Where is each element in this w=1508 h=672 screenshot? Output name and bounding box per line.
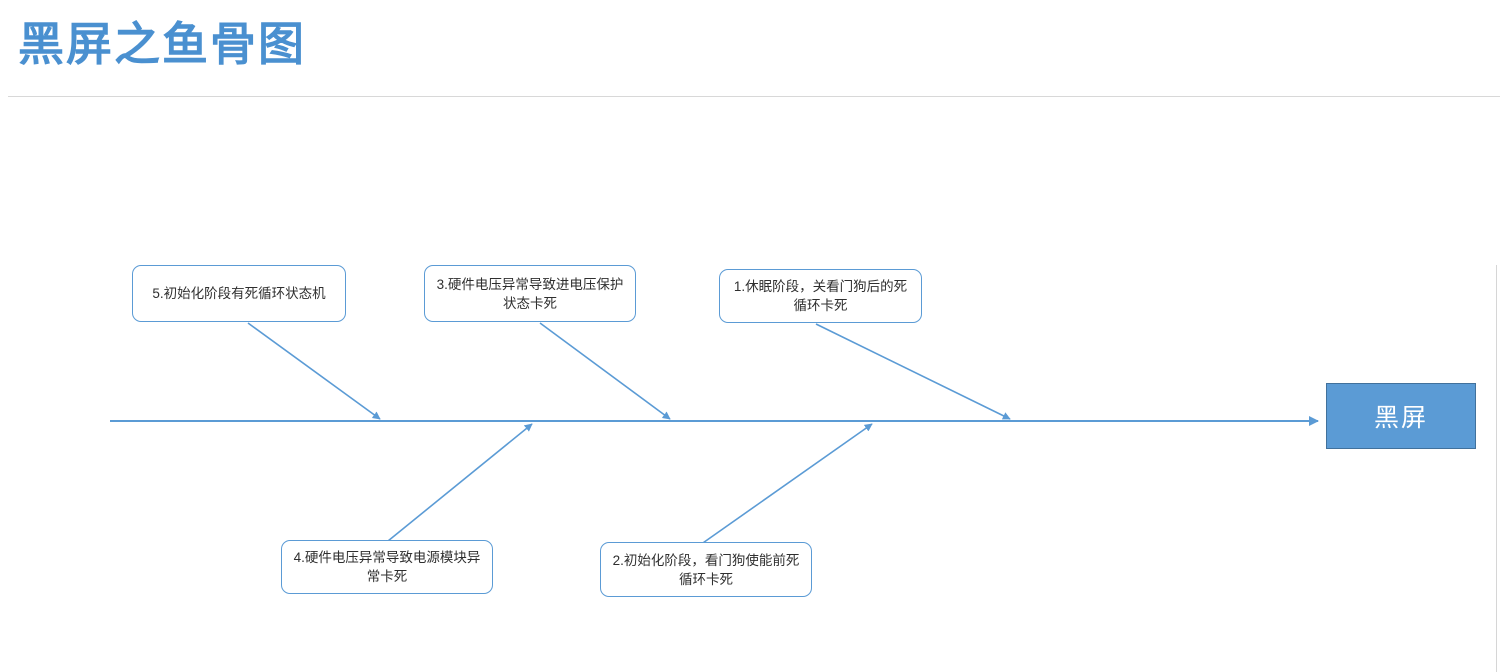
page-header: 黑屏之鱼骨图	[0, 0, 1508, 97]
branch-line-5	[247, 322, 381, 420]
effect-box[interactable]: 黑屏	[1326, 383, 1476, 449]
canvas-right-edge	[1496, 265, 1497, 672]
cause-box-5[interactable]: 5.初始化阶段有死循环状态机	[132, 265, 346, 322]
effect-label: 黑屏	[1373, 404, 1428, 432]
cause-label-4: 4.硬件电压异常导致电源模块异常卡死	[293, 550, 481, 584]
header-divider	[8, 96, 1500, 97]
cause-label-3: 3.硬件电压异常导致进电压保护状态卡死	[436, 276, 624, 311]
branch-line-4	[387, 423, 533, 542]
fishbone-connector-layer	[110, 322, 1319, 546]
cause-box-2[interactable]: 2.初始化阶段，看门狗使能前死循环卡死	[600, 542, 812, 597]
cause-box-1[interactable]: 1.休眠阶段，关看门狗后的死循环卡死	[719, 269, 922, 323]
diagram-canvas[interactable]: 5.初始化阶段有死循环状态机 3.硬件电压异常导致进电压保护状态卡死 1.休眠阶…	[0, 97, 1508, 672]
cause-box-3[interactable]: 3.硬件电压异常导致进电压保护状态卡死	[424, 265, 636, 322]
cause-label-2: 2.初始化阶段，看门狗使能前死循环卡死	[612, 552, 800, 587]
cause-box-4[interactable]: 4.硬件电压异常导致电源模块异常卡死	[281, 540, 493, 594]
branch-line-2	[699, 423, 873, 546]
cause-label-1: 1.休眠阶段，关看门狗后的死循环卡死	[733, 279, 908, 313]
branch-line-3	[539, 322, 671, 420]
page-title: 黑屏之鱼骨图	[18, 18, 306, 70]
cause-label-5: 5.初始化阶段有死循环状态机	[152, 286, 326, 301]
branch-line-1	[815, 323, 1011, 420]
